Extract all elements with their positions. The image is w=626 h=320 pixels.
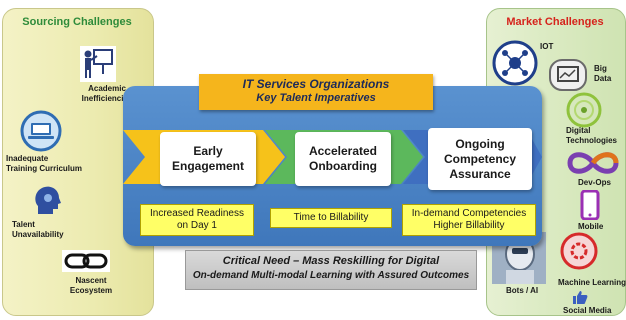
infinity-loop-icon [567,152,619,174]
nascent-ecosystem-label: Nascent Ecosystem [69,276,113,295]
chain-link-icon [62,250,110,272]
ongoing-competency-stage: Ongoing Competency Assurance [428,128,532,190]
sourcing-challenges-title: Sourcing Challenges [22,16,132,28]
in-demand-competencies-box: In-demand Competencies Higher Billabilit… [402,204,536,236]
critical-need-subtitle: On-demand Multi-modal Learning with Assu… [192,270,470,281]
dev-ops-label: Dev-Ops [578,178,611,187]
iot-label: IOT [540,42,554,51]
critical-need-box: Critical Need – Mass Reskilling for Digi… [185,250,477,290]
presenter-board-icon [80,46,116,82]
increased-readiness-box: Increased Readiness on Day 1 [140,204,254,236]
smartphone-icon [580,190,600,220]
big-data-label: Big Data [594,64,612,83]
banner-subtitle: Key Talent Imperatives [256,92,376,104]
it-services-banner: IT Services Organizations Key Talent Imp… [199,74,433,110]
touch-icon [566,92,602,128]
early-engagement-stage: Early Engagement [160,132,256,186]
academic-inefficiencies-label: Academic Inefficiencies [81,84,133,103]
accelerated-onboarding-stage: Accelerated Onboarding [295,132,391,186]
iot-network-icon [492,40,538,86]
brain-gear-icon [560,232,598,270]
inadequate-training-label: Inadequate Training Curriculum [6,154,83,173]
time-to-billability-box: Time to Billability [270,208,392,228]
critical-need-title: Critical Need – Mass Reskilling for Digi… [222,255,440,267]
machine-learning-label: Machine Learning [558,278,626,287]
banner-title: IT Services Organizations [242,77,390,91]
data-screen-icon [549,59,587,91]
mobile-label: Mobile [578,222,604,231]
market-challenges-title: Market Challenges [506,16,604,28]
digital-technologies-label: Digital Technologies [566,126,617,145]
bots-ai-label: Bots / AI [506,286,539,295]
talent-unavailability-label: Talent Unavailability [12,220,64,239]
thumbs-up-icon [573,291,588,304]
social-media-label: Social Media [563,306,612,315]
head-profile-icon [35,186,61,214]
laptop-training-icon [20,110,62,152]
